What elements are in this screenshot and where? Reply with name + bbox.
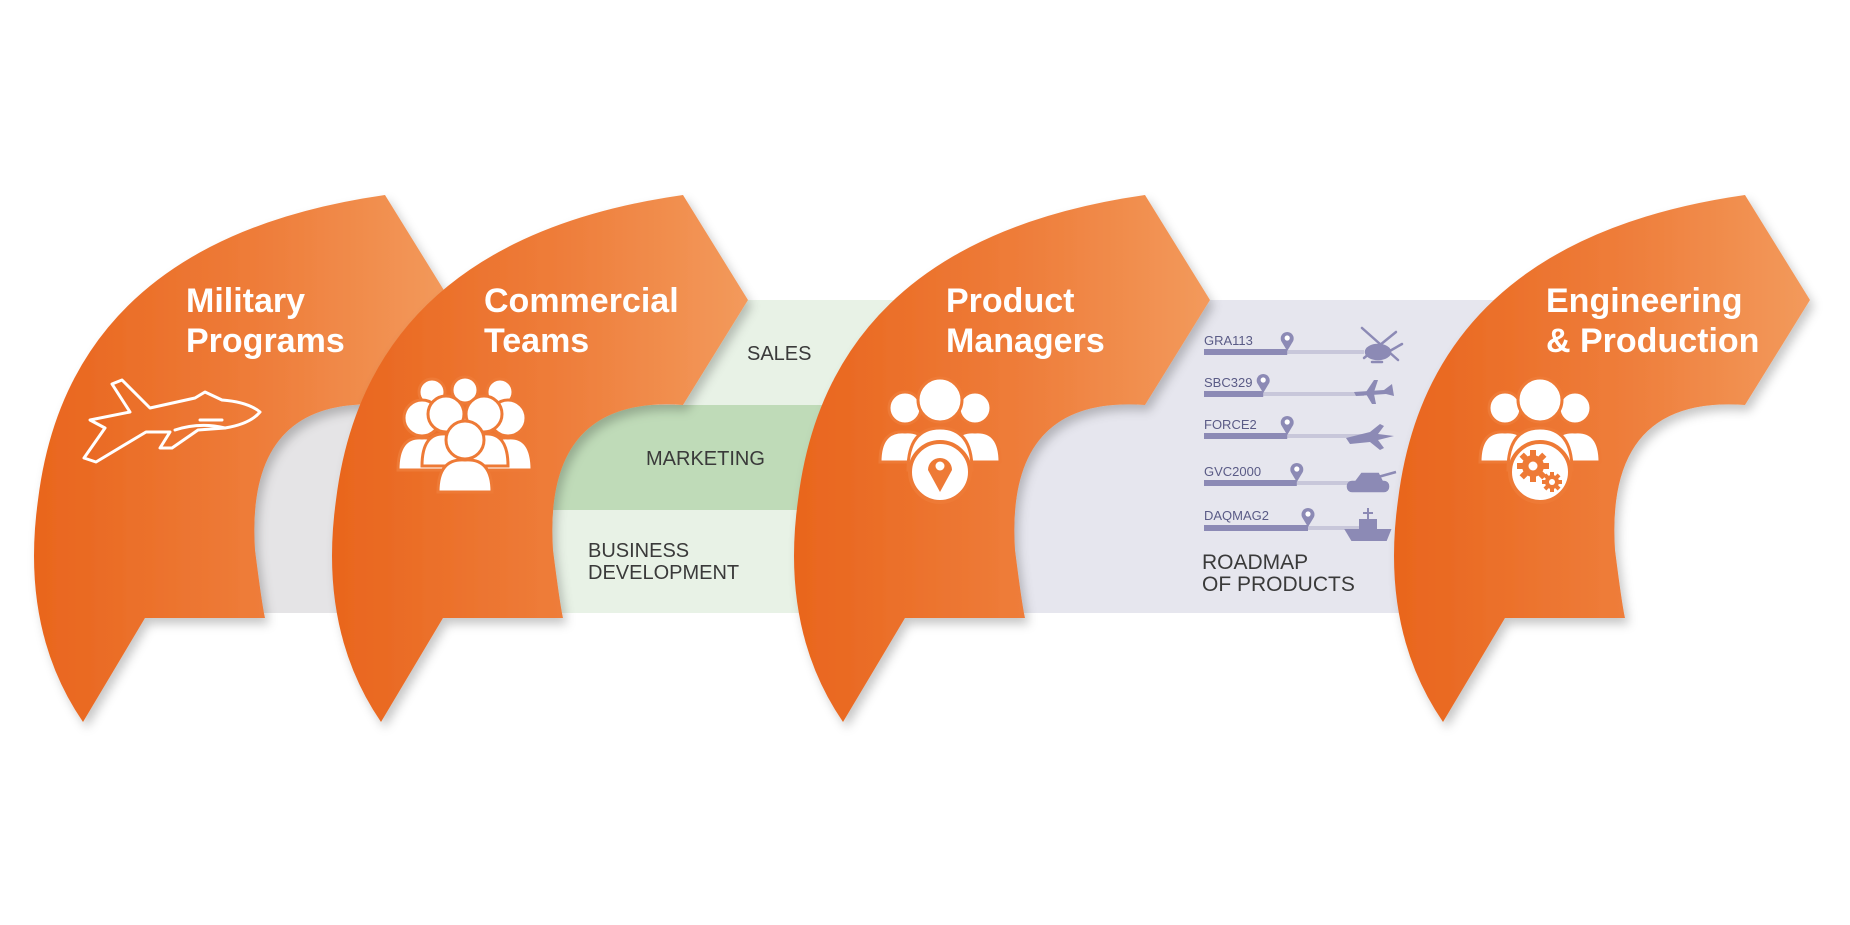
map-pin-body (1280, 415, 1294, 435)
stage-title-line2: Teams (484, 322, 589, 360)
map-pin-icon (1290, 463, 1304, 482)
stage-title-line1: Commercial (484, 282, 679, 320)
jet-icon (1346, 424, 1394, 450)
map-pin-dot (1284, 419, 1290, 425)
roadmap-code: FORCE2 (1204, 417, 1257, 432)
helicopter-icon (1360, 326, 1404, 364)
map-pin-icon (1256, 373, 1270, 393)
roadmap-item: GVC2000 (1204, 463, 1397, 493)
map-pin-dot (1294, 466, 1300, 472)
roadmap-code: GRA113 (1204, 333, 1253, 348)
stage-title-line1: Military (186, 282, 305, 320)
team-location-pin-icon (878, 376, 1002, 504)
map-pin-dot (1260, 377, 1266, 383)
stage-engineering-production (1394, 195, 1810, 722)
map-pin-icon (1280, 331, 1294, 351)
roadmap-progress-fill (1204, 433, 1288, 439)
roadmap-title-line1: ROADMAP (1202, 551, 1308, 574)
stage-title-line2: Managers (946, 322, 1105, 360)
business-development-label-line2: DEVELOPMENT (588, 562, 739, 584)
map-pin-body (1301, 508, 1315, 527)
tank-icon (1346, 470, 1397, 493)
business-development-label-line1: BUSINESS (588, 540, 689, 562)
roadmap-code: GVC2000 (1204, 464, 1261, 479)
team-gears-icon (1478, 376, 1602, 504)
roadmap-code: DAQMAG2 (1204, 508, 1269, 523)
map-pin-body (1280, 331, 1294, 351)
fighter-jet-icon (82, 378, 262, 464)
roadmap-item: GRA113 (1204, 326, 1404, 364)
map-pin-body (1256, 373, 1270, 393)
roadmap-progress-fill (1204, 525, 1308, 531)
roadmap-item: DAQMAG2 (1204, 508, 1392, 541)
drone-icon (1354, 380, 1394, 404)
roadmap-panel: GRA113 SBC329 FORCE2 (1202, 326, 1404, 596)
stage-title-line2: & Production (1546, 322, 1759, 360)
roadmap-item: FORCE2 (1204, 415, 1394, 450)
stage-title-line2: Programs (186, 322, 345, 360)
warship-icon (1344, 508, 1392, 541)
map-pin-icon (1301, 508, 1315, 527)
stage-title-line1: Engineering (1546, 282, 1742, 320)
marketing-label: MARKETING (646, 448, 765, 470)
roadmap-progress-fill (1204, 391, 1264, 397)
roadmap-title-line2: OF PRODUCTS (1202, 573, 1355, 596)
sales-label: SALES (747, 343, 811, 365)
map-pin-dot (1284, 335, 1290, 341)
crowd-icon (396, 375, 534, 494)
roadmap-track (1204, 392, 1364, 396)
roadmap-progress-fill (1204, 349, 1288, 355)
roadmap-progress-fill (1204, 480, 1297, 486)
map-pin-dot (1305, 511, 1311, 517)
map-pin-body (1290, 463, 1304, 482)
stage-title-line1: Product (946, 282, 1074, 320)
roadmap-item: SBC329 (1204, 373, 1394, 404)
roadmap-code: SBC329 (1204, 375, 1252, 390)
map-pin-icon (1280, 415, 1294, 435)
